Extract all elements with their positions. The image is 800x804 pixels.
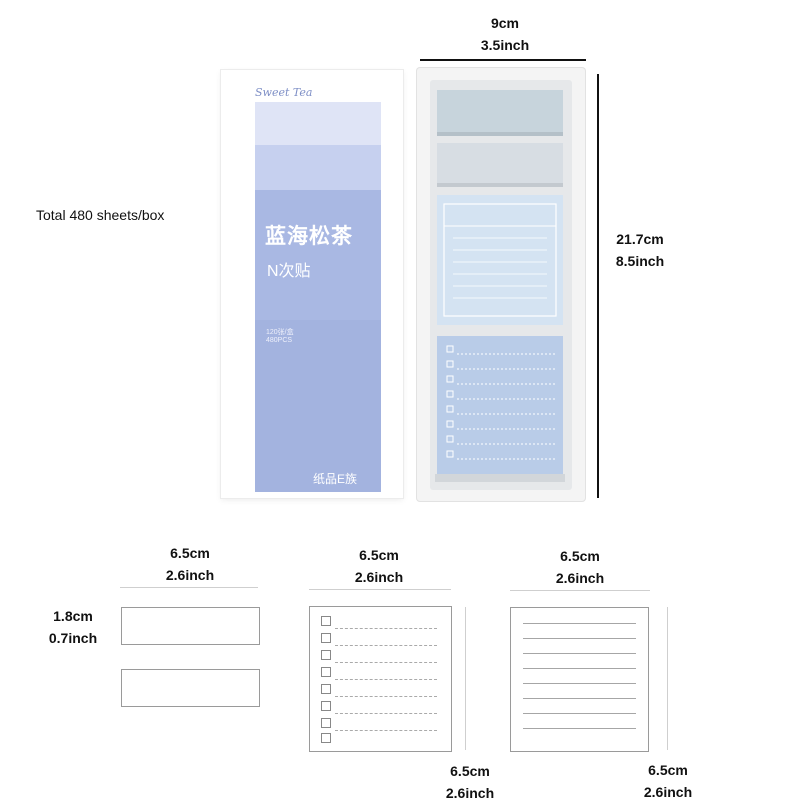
brand-text: Sweet Tea: [255, 86, 313, 99]
todo-row: [321, 616, 437, 630]
flag-width-label: 6.5cm 2.6inch: [140, 542, 240, 586]
todo-row: [321, 718, 437, 732]
lined-width-cm: 6.5cm: [560, 548, 600, 564]
lined-height-line: [667, 607, 668, 750]
todo-row: [321, 733, 437, 747]
lined-height-label: 6.5cm 2.6inch: [628, 759, 708, 803]
todo-line: [335, 645, 437, 646]
top-width-cm: 9cm: [490, 15, 520, 31]
cover-band-deep: [255, 320, 381, 492]
todo-width-label: 6.5cm 2.6inch: [329, 544, 429, 588]
todo-line: [335, 713, 437, 714]
todo-width-line: [309, 589, 451, 590]
lined-height-cm: 6.5cm: [648, 762, 688, 778]
flag-width-cm: 6.5cm: [170, 545, 210, 561]
checkbox-icon: [321, 733, 331, 743]
flag-width-inch: 2.6inch: [165, 567, 215, 583]
todo-line: [335, 730, 437, 731]
cover-info-2: 480PCS: [266, 337, 293, 344]
todo-sheet: [309, 606, 452, 752]
todo-height-label: 6.5cm 2.6inch: [430, 760, 510, 804]
todo-line: [335, 628, 437, 629]
cover-info-1: 120张/盒: [266, 329, 294, 336]
todo-row: [321, 633, 437, 647]
todo-row: [321, 667, 437, 681]
lined-width-inch: 2.6inch: [555, 570, 605, 586]
todo-height-inch: 2.6inch: [445, 785, 495, 801]
todo-line: [335, 696, 437, 697]
ruled-line: [523, 623, 636, 624]
flag-width-line: [120, 587, 258, 588]
todo-line: [335, 662, 437, 663]
lined-width-line: [510, 590, 650, 591]
checkbox-icon: [321, 718, 331, 728]
ruled-line: [523, 638, 636, 639]
todo-line: [335, 679, 437, 680]
package-cover: Sweet Tea 蓝海松茶 N次贴 120张/盒 480PCS 纸品E族: [255, 80, 381, 492]
todo-row: [321, 684, 437, 698]
todo-notes-pad: [437, 336, 563, 474]
height-cm: 21.7cm: [616, 231, 664, 247]
todo-height-line: [465, 607, 466, 750]
todo-height-cm: 6.5cm: [450, 763, 490, 779]
height-label: 21.7cm 8.5inch: [605, 228, 675, 272]
tray-bottom: [435, 474, 565, 482]
flag-height-cm: 1.8cm: [53, 608, 93, 624]
flag-sheet-2: [121, 669, 260, 707]
todo-width-inch: 2.6inch: [354, 569, 404, 585]
checkbox-icon: [321, 684, 331, 694]
cover-band-main: [255, 190, 381, 320]
top-width-inch: 3.5inch: [480, 37, 530, 53]
checkbox-icon: [321, 701, 331, 711]
checkbox-icon: [321, 667, 331, 677]
ruled-line: [523, 683, 636, 684]
top-width-line: [420, 59, 586, 61]
todo-width-cm: 6.5cm: [359, 547, 399, 563]
lined-sheet: [510, 607, 649, 752]
ruled-line: [523, 713, 636, 714]
total-sheets-text: Total 480 sheets/box: [36, 207, 165, 223]
top-width-label: 9cm 3.5inch: [440, 12, 570, 56]
ruled-line: [523, 668, 636, 669]
flag-sheet-1: [121, 607, 260, 645]
cover-band-mid: [255, 145, 381, 190]
ruled-line: [523, 698, 636, 699]
ruled-line: [523, 653, 636, 654]
cover-title: 蓝海松茶: [265, 225, 353, 248]
cover-top-band: Sweet Tea: [255, 80, 381, 102]
checkbox-icon: [321, 616, 331, 626]
flag-height-inch: 0.7inch: [48, 630, 98, 646]
flag-height-label: 1.8cm 0.7inch: [38, 605, 108, 649]
flag-pad-1: [437, 90, 563, 136]
lined-pad-pattern: [443, 203, 557, 317]
todo-row: [321, 701, 437, 715]
cover-band-light: [255, 102, 381, 145]
lined-width-label: 6.5cm 2.6inch: [530, 545, 630, 589]
cover-brand-cn: 纸品E族: [313, 472, 358, 486]
cover-subtitle: N次贴: [267, 263, 311, 280]
todo-row: [321, 650, 437, 664]
checkbox-icon: [321, 633, 331, 643]
flag-pad-2: [437, 143, 563, 187]
checkbox-icon: [321, 650, 331, 660]
ruled-line: [523, 728, 636, 729]
height-inch: 8.5inch: [615, 253, 665, 269]
lined-height-inch: 2.6inch: [643, 784, 693, 800]
todo-pad-pattern: [446, 345, 555, 460]
height-line: [597, 74, 599, 498]
lined-notes-pad: [437, 195, 563, 325]
